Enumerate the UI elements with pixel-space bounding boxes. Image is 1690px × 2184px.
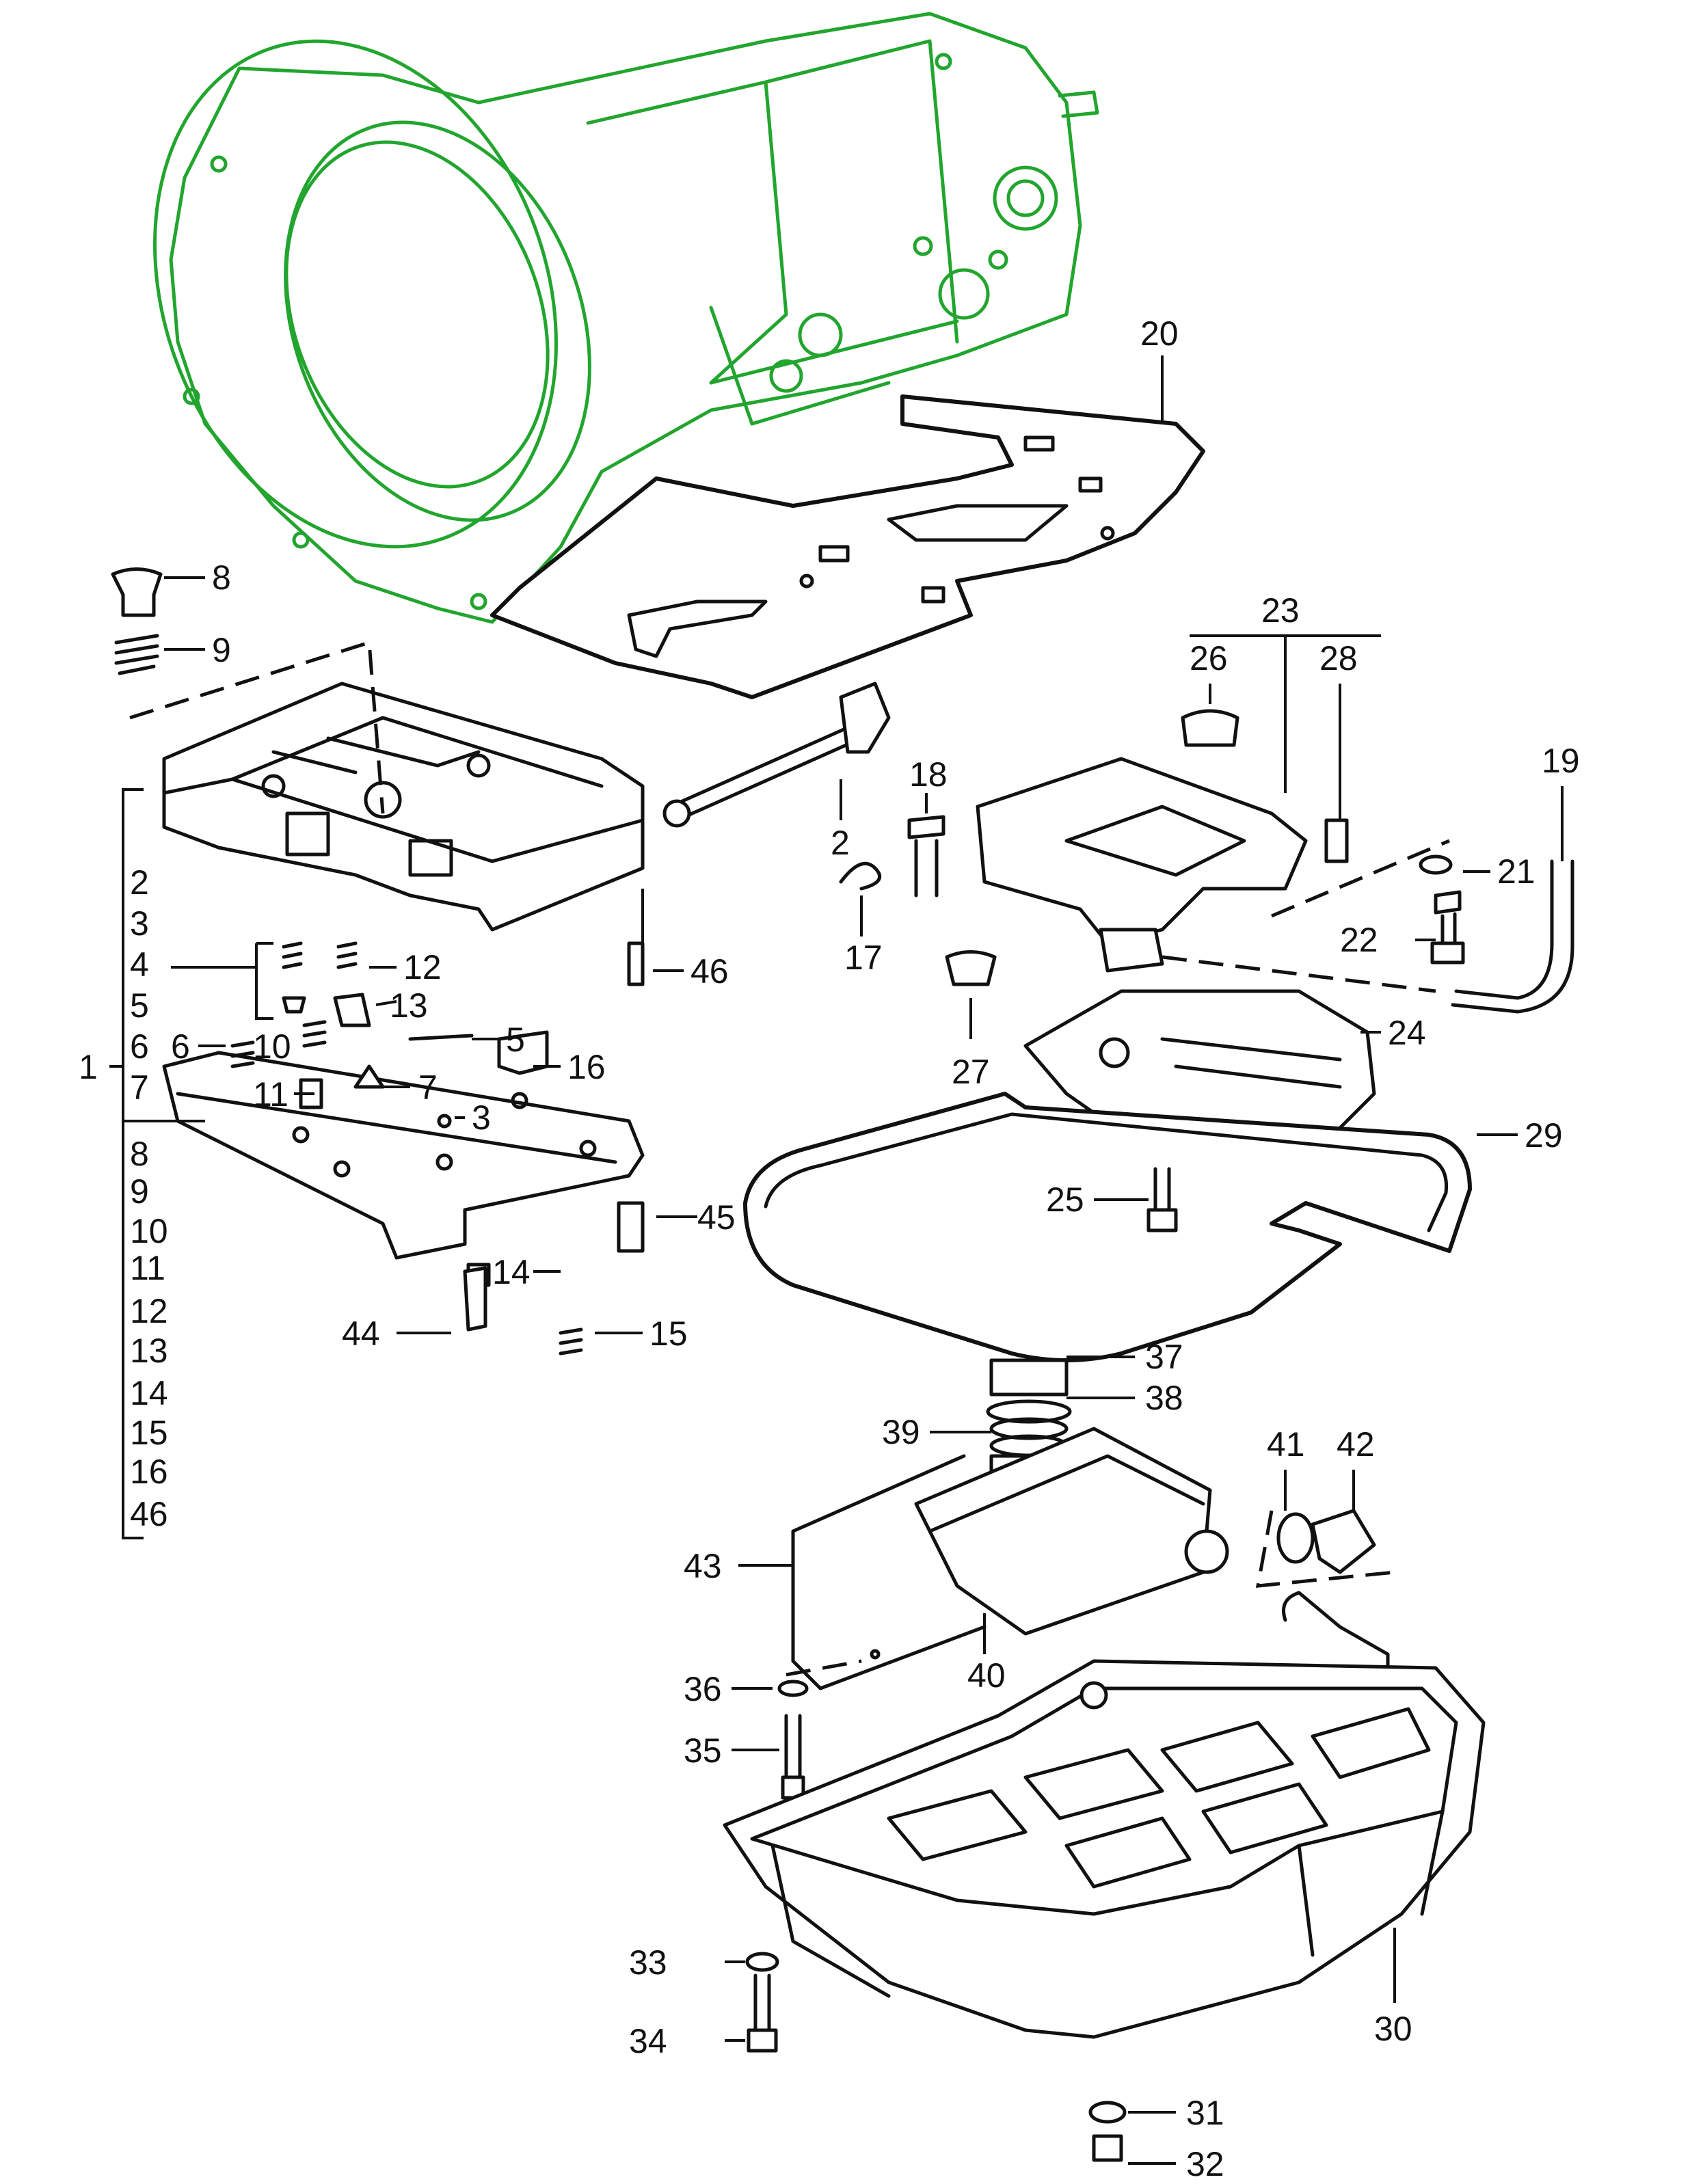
kit-list-2: 2 [130, 863, 149, 902]
kit-list-15: 15 [130, 1414, 168, 1452]
callout-38: 38 [1145, 1379, 1183, 1417]
callout-41: 41 [1267, 1425, 1305, 1464]
spring-bolt-plug [839, 815, 997, 986]
shift-rod [662, 682, 891, 828]
kit-list-8: 8 [130, 1135, 149, 1173]
kit-list-14: 14 [130, 1374, 168, 1412]
callout-24: 24 [1388, 1014, 1426, 1052]
callout-42: 42 [1337, 1425, 1375, 1464]
callout-26: 26 [1190, 639, 1228, 677]
bolt-25 [1146, 1167, 1178, 1232]
callout-44: 44 [342, 1315, 380, 1353]
callout-10: 10 [253, 1027, 291, 1066]
callout-46: 46 [690, 952, 729, 990]
callout-25: 25 [1046, 1181, 1084, 1219]
callout-43: 43 [684, 1547, 722, 1585]
kit-list-7: 7 [130, 1068, 149, 1107]
callout-29: 29 [1525, 1116, 1563, 1155]
drain-plug [1088, 2101, 1127, 2162]
callout-34: 34 [629, 2022, 667, 2060]
callout-40: 40 [967, 1656, 1006, 1695]
callout-1: 1 [79, 1048, 98, 1086]
kit-list-5: 5 [130, 986, 149, 1025]
callout-13: 13 [390, 986, 428, 1025]
callout-23: 23 [1261, 591, 1300, 630]
callout-35: 35 [684, 1731, 722, 1770]
kit-list-9: 9 [130, 1172, 149, 1211]
bracket-43 [791, 1454, 987, 1690]
kit-list-12: 12 [130, 1292, 168, 1330]
callout-7: 7 [418, 1068, 438, 1107]
callout-22: 22 [1340, 921, 1378, 959]
callout-labels: 8 9 1 2 3 4 5 6 7 8 9 10 11 12 13 14 15 … [79, 314, 1580, 2183]
kit-list-11: 11 [130, 1249, 165, 1287]
separator-plate-gasket [490, 394, 1205, 699]
callout-39: 39 [882, 1413, 920, 1451]
callout-21: 21 [1497, 852, 1535, 891]
valve-body-small-parts [111, 567, 645, 1356]
oil-pan-gasket [743, 1092, 1472, 1362]
kit-list-4: 4 [130, 945, 149, 984]
assembly-dash-lines [129, 640, 1450, 1677]
seal-and-fitting [1276, 1509, 1390, 1684]
callout-32: 32 [1186, 2145, 1224, 2183]
callout-6: 6 [171, 1027, 190, 1066]
callout-30: 30 [1374, 2010, 1412, 2048]
oil-pan [723, 1659, 1486, 2039]
callout-20: 20 [1140, 314, 1179, 353]
callout-5: 5 [506, 1021, 525, 1059]
callout-9: 9 [212, 631, 231, 669]
kit-list-13: 13 [130, 1332, 168, 1370]
callout-33: 33 [629, 1943, 667, 1982]
callout-45: 45 [697, 1198, 736, 1237]
kit-list-10: 10 [130, 1212, 168, 1250]
callout-36: 36 [684, 1670, 722, 1708]
callout-37: 37 [1145, 1338, 1183, 1376]
callout-16: 16 [567, 1048, 606, 1086]
callout-11: 11 [253, 1075, 289, 1114]
leader-lines [109, 355, 1564, 2165]
kit-list-16: 16 [130, 1453, 168, 1491]
callout-14: 14 [492, 1253, 531, 1291]
callout-28: 28 [1319, 639, 1358, 677]
callout-31: 31 [1186, 2094, 1224, 2132]
callout-3: 3 [472, 1098, 491, 1137]
callout-27: 27 [952, 1053, 990, 1091]
kit-list-6: 6 [130, 1027, 149, 1066]
washer-bolt-36-35 [777, 1680, 809, 1800]
callout-17: 17 [844, 939, 883, 977]
valve-body-upper [162, 682, 645, 932]
transmission-housing [153, 12, 1099, 624]
kit-list-46: 46 [130, 1495, 168, 1533]
washer-bolt-tube [1419, 854, 1574, 1014]
callout-12: 12 [403, 948, 442, 986]
cover-plate-23 [976, 709, 1349, 973]
kit-list-3: 3 [130, 904, 149, 943]
callout-8: 8 [212, 558, 231, 597]
callout-15: 15 [649, 1315, 688, 1353]
callout-19: 19 [1542, 742, 1580, 780]
callout-18: 18 [909, 755, 948, 794]
oil-filter-stack [914, 1358, 1229, 1636]
nut-bolt-33-34 [745, 1952, 779, 2053]
valve-body-lower-plate [162, 1030, 645, 1260]
callout-2: 2 [831, 824, 850, 862]
